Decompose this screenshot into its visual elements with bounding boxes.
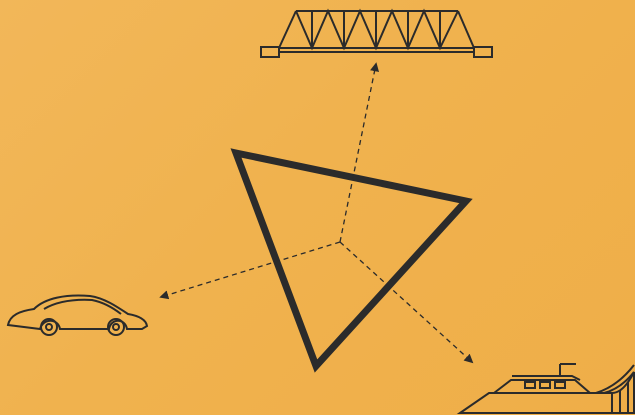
arrow-to-bridge bbox=[340, 64, 376, 242]
arrow-to-car bbox=[161, 242, 340, 297]
car-icon bbox=[8, 296, 147, 335]
bridge-icon bbox=[261, 11, 492, 57]
arrow-to-boat bbox=[340, 242, 472, 362]
boat-icon bbox=[460, 364, 634, 413]
